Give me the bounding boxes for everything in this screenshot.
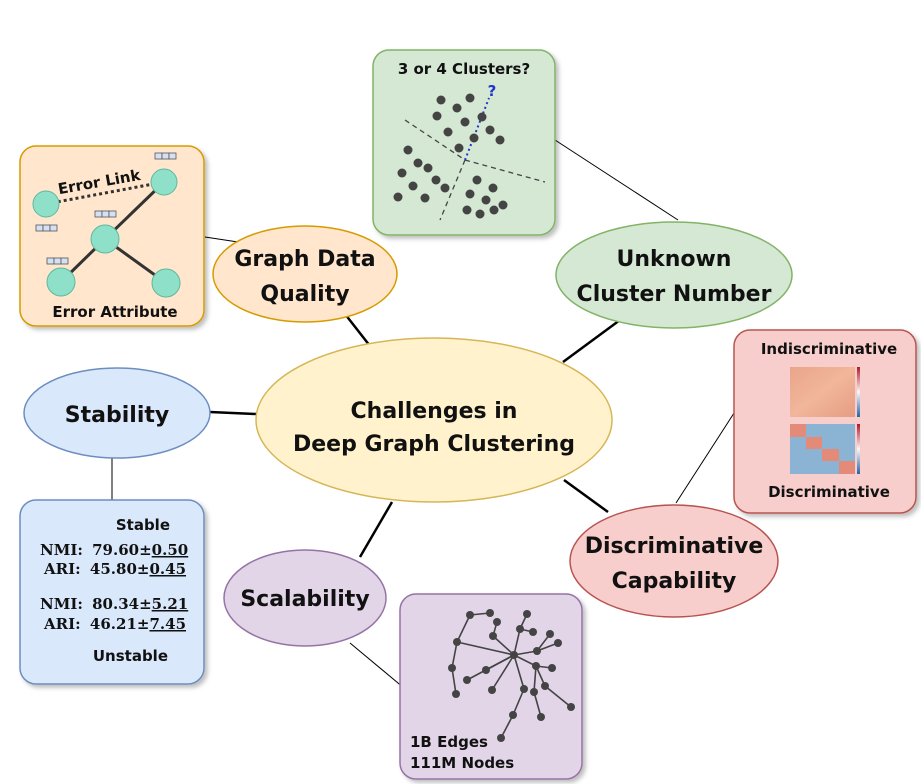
graph-node [151,268,181,298]
cluster-panel: 3 or 4 Clusters? ? [372,49,556,236]
unstable-nmi-row: NMI: 80.34±5.21 [40,595,188,613]
error-link-line [45,180,165,206]
question-mark: ? [488,82,497,100]
cluster-boundary-query [464,97,490,161]
cluster-question-title: 3 or 4 Clusters? [398,60,530,78]
unstable-label: Unstable [93,647,168,665]
connector-cluster-panel [554,139,679,221]
connectors [111,139,737,689]
svg-text:Quality: Quality [260,282,349,307]
stable-ari-row: ARI: 45.80±0.45 [43,560,186,578]
central-topic: Challenges in Deep Graph Clustering [255,337,613,503]
svg-text:Stability: Stability [65,403,169,428]
graph-node [32,190,60,218]
svg-text:Discriminative: Discriminative [585,534,764,559]
unknown-cluster-node: Unknown Cluster Number [555,221,793,329]
graph-node [150,168,178,196]
stability-node: Stability [23,367,211,459]
attribute-vector-icon [46,257,69,265]
cluster-boundary [404,119,466,161]
heatmap-colorbar [857,424,860,474]
connector-unknown-cluster [562,318,621,364]
error-graph-panel: Error Link Error Attribute [19,145,205,327]
graph-node [46,267,76,297]
connector-stability [209,410,257,416]
attribute-vector-icon [94,210,117,218]
svg-text:Scalability: Scalability [240,587,369,612]
graph-quality-node: Graph Data Quality [212,225,398,323]
svg-text:Graph Data: Graph Data [234,247,375,272]
svg-text:Capability: Capability [612,569,737,594]
heatmap-panel: Indiscriminative Discriminative [733,329,917,514]
stability-panel: Stable NMI: 79.60±0.50 ARI: 45.80±0.45 N… [19,499,205,685]
connector-heatmap-panel [675,409,737,504]
discriminative-node: Discriminative Capability [569,504,779,618]
svg-text:Cluster Number: Cluster Number [577,282,772,307]
error-attribute-label: Error Attribute [52,303,177,321]
discriminative-label: Discriminative [768,483,890,501]
heatmap-colorbar [857,367,860,417]
node-count-label: 111M Nodes [410,754,514,772]
scalability-node: Scalability [223,549,387,647]
connector-graph-panel [349,642,405,689]
unstable-ari-row: ARI: 46.21±7.45 [43,615,186,633]
svg-text:Challenges in: Challenges in [351,399,518,424]
discriminative-heatmap [790,424,855,474]
svg-text:Unknown: Unknown [617,247,732,272]
attribute-vector-icon [35,224,58,232]
connector-scalability [358,501,394,558]
edge-count-label: 1B Edges [410,733,488,751]
connector-discriminative [563,478,609,514]
connector-error-panel [204,236,239,243]
indiscriminative-heatmap [790,367,855,417]
indiscriminative-label: Indiscriminative [761,340,897,358]
data-points [393,93,508,219]
cluster-boundary [464,159,546,183]
stable-label: Stable [116,516,170,534]
graph-node [90,224,120,254]
svg-text:Deep Graph Clustering: Deep Graph Clustering [293,432,575,457]
large-graph-panel: 1B Edges 111M Nodes [399,593,583,780]
cluster-boundary [439,159,466,221]
connector-graph-quality [344,313,371,347]
network-nodes [448,609,575,742]
stable-nmi-row: NMI: 79.60±0.50 [40,541,188,559]
attribute-vector-icon [154,152,177,160]
